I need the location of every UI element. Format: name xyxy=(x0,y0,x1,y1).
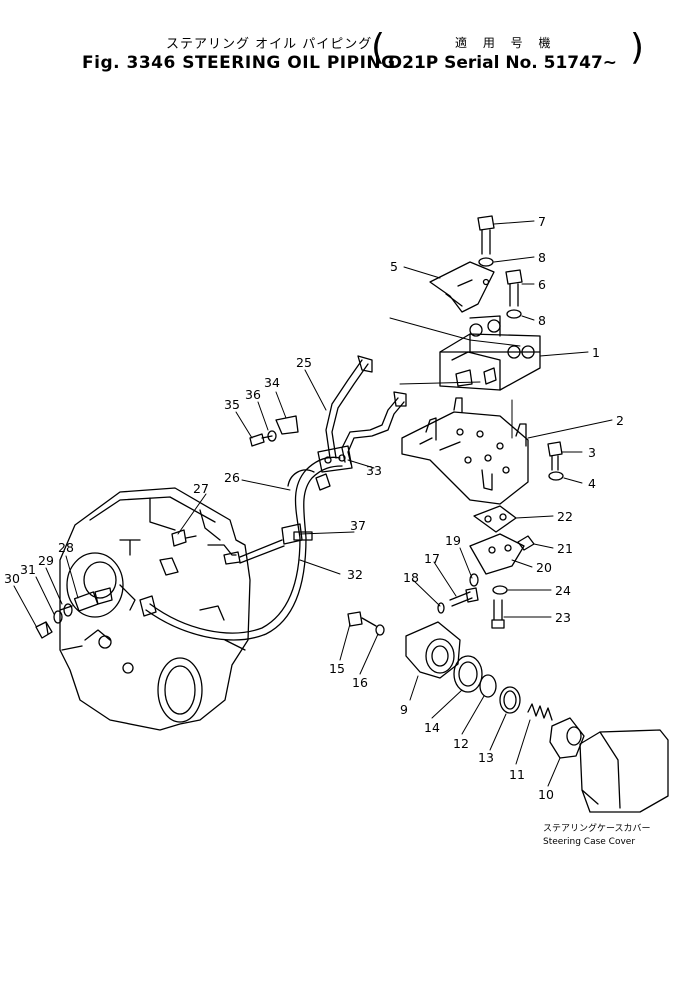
callout-9: 9 xyxy=(400,702,408,717)
hose-32 xyxy=(139,537,307,641)
callout-29: 29 xyxy=(38,553,54,568)
gasket-14 xyxy=(453,655,483,693)
callout-28: 28 xyxy=(58,540,74,555)
callout-2: 2 xyxy=(616,413,624,428)
case-cover-en-caption: Steering Case Cover xyxy=(543,837,635,847)
hose-26 xyxy=(287,456,343,541)
leader-lines xyxy=(13,220,613,787)
washer-36 xyxy=(267,430,277,442)
steering-valve-1 xyxy=(439,315,541,391)
callout-5: 5 xyxy=(390,259,398,274)
bolt-6 xyxy=(505,269,523,307)
piston-10 xyxy=(549,717,585,759)
callout-26: 26 xyxy=(224,470,240,485)
callout-23: 23 xyxy=(555,610,571,625)
bracket-5 xyxy=(429,261,495,313)
case-cover-jp-caption: ステアリングケースカバー xyxy=(543,822,651,834)
washer-16 xyxy=(375,624,385,636)
washer-24 xyxy=(492,585,508,595)
housing-9 xyxy=(405,621,461,679)
plug-21 xyxy=(517,535,535,551)
mounting-plate-2 xyxy=(401,397,529,505)
washer-31 xyxy=(53,610,63,624)
callout-19: 19 xyxy=(445,533,461,548)
elbow-27 xyxy=(171,529,285,565)
callout-16: 16 xyxy=(352,675,368,690)
ring-13 xyxy=(499,686,521,714)
washer-8-lower xyxy=(506,309,522,319)
japanese-title: ステアリング オイル パイピング xyxy=(166,37,373,52)
callout-31: 31 xyxy=(20,562,36,577)
japanese-applicability-label: 適 用 号 機 xyxy=(455,36,557,50)
callout-11: 11 xyxy=(509,767,525,782)
callout-30: 30 xyxy=(4,571,20,586)
callout-34: 34 xyxy=(264,375,280,390)
washer-29 xyxy=(63,603,73,617)
callout-12: 12 xyxy=(453,736,469,751)
callout-8-lower: 8 xyxy=(538,313,546,328)
bracket-open: ( xyxy=(371,27,386,68)
clamp-37 xyxy=(281,523,303,545)
callout-36: 36 xyxy=(245,387,261,402)
callout-35: 35 xyxy=(224,397,240,412)
bolt-23 xyxy=(491,599,505,629)
bolt-15 xyxy=(347,611,377,627)
callout-21: 21 xyxy=(557,541,573,556)
callout-6: 6 xyxy=(538,277,546,292)
callout-32: 32 xyxy=(347,567,363,582)
oring-19 xyxy=(469,573,479,587)
plug-30 xyxy=(35,621,53,639)
valve-body-20 xyxy=(469,533,525,575)
callout-7: 7 xyxy=(538,214,546,229)
callout-37: 37 xyxy=(350,518,366,533)
transmission-case xyxy=(59,487,251,731)
callout-10: 10 xyxy=(538,787,554,802)
callout-33: 33 xyxy=(366,463,382,478)
washer-8-upper xyxy=(478,257,494,267)
callout-3: 3 xyxy=(588,445,596,460)
model-serial: D21P Serial No. 51747~ xyxy=(388,53,618,73)
steering-case-cover xyxy=(579,729,669,813)
figure-title-text: Fig. 3346 STEERING OIL PIPING xyxy=(82,53,396,73)
callout-20: 20 xyxy=(536,560,552,575)
callout-14: 14 xyxy=(424,720,440,735)
bolt-17 xyxy=(449,587,479,607)
washer-4 xyxy=(548,471,564,481)
bolt-35 xyxy=(249,433,273,447)
callout-4: 4 xyxy=(588,476,596,491)
callout-17: 17 xyxy=(424,551,440,566)
ring-12 xyxy=(479,674,497,698)
bracket-close: ) xyxy=(630,27,645,68)
callout-24: 24 xyxy=(555,583,571,598)
oring-18 xyxy=(437,602,445,614)
fitting-28 xyxy=(73,587,113,612)
callout-1: 1 xyxy=(592,345,600,360)
pipe-33 xyxy=(341,391,407,465)
callout-8-upper: 8 xyxy=(538,250,546,265)
plate-22 xyxy=(473,505,517,533)
callout-18: 18 xyxy=(403,570,419,585)
callout-27: 27 xyxy=(193,481,209,496)
figure-title: Fig. 3346 STEERING OIL PIPING xyxy=(82,55,396,72)
callout-13: 13 xyxy=(478,750,494,765)
spring-11 xyxy=(527,703,553,721)
bracket-34 xyxy=(275,415,299,435)
callout-25: 25 xyxy=(296,355,312,370)
callout-22: 22 xyxy=(557,509,573,524)
callout-15: 15 xyxy=(329,661,345,676)
pipe-25 xyxy=(325,355,373,459)
callout-numbers: 7 8 6 8 5 1 2 3 4 22 21 20 24 23 19 17 1… xyxy=(4,214,651,847)
connector-block xyxy=(317,445,353,473)
bolt-3 xyxy=(547,441,563,471)
bolt-7 xyxy=(477,215,495,255)
